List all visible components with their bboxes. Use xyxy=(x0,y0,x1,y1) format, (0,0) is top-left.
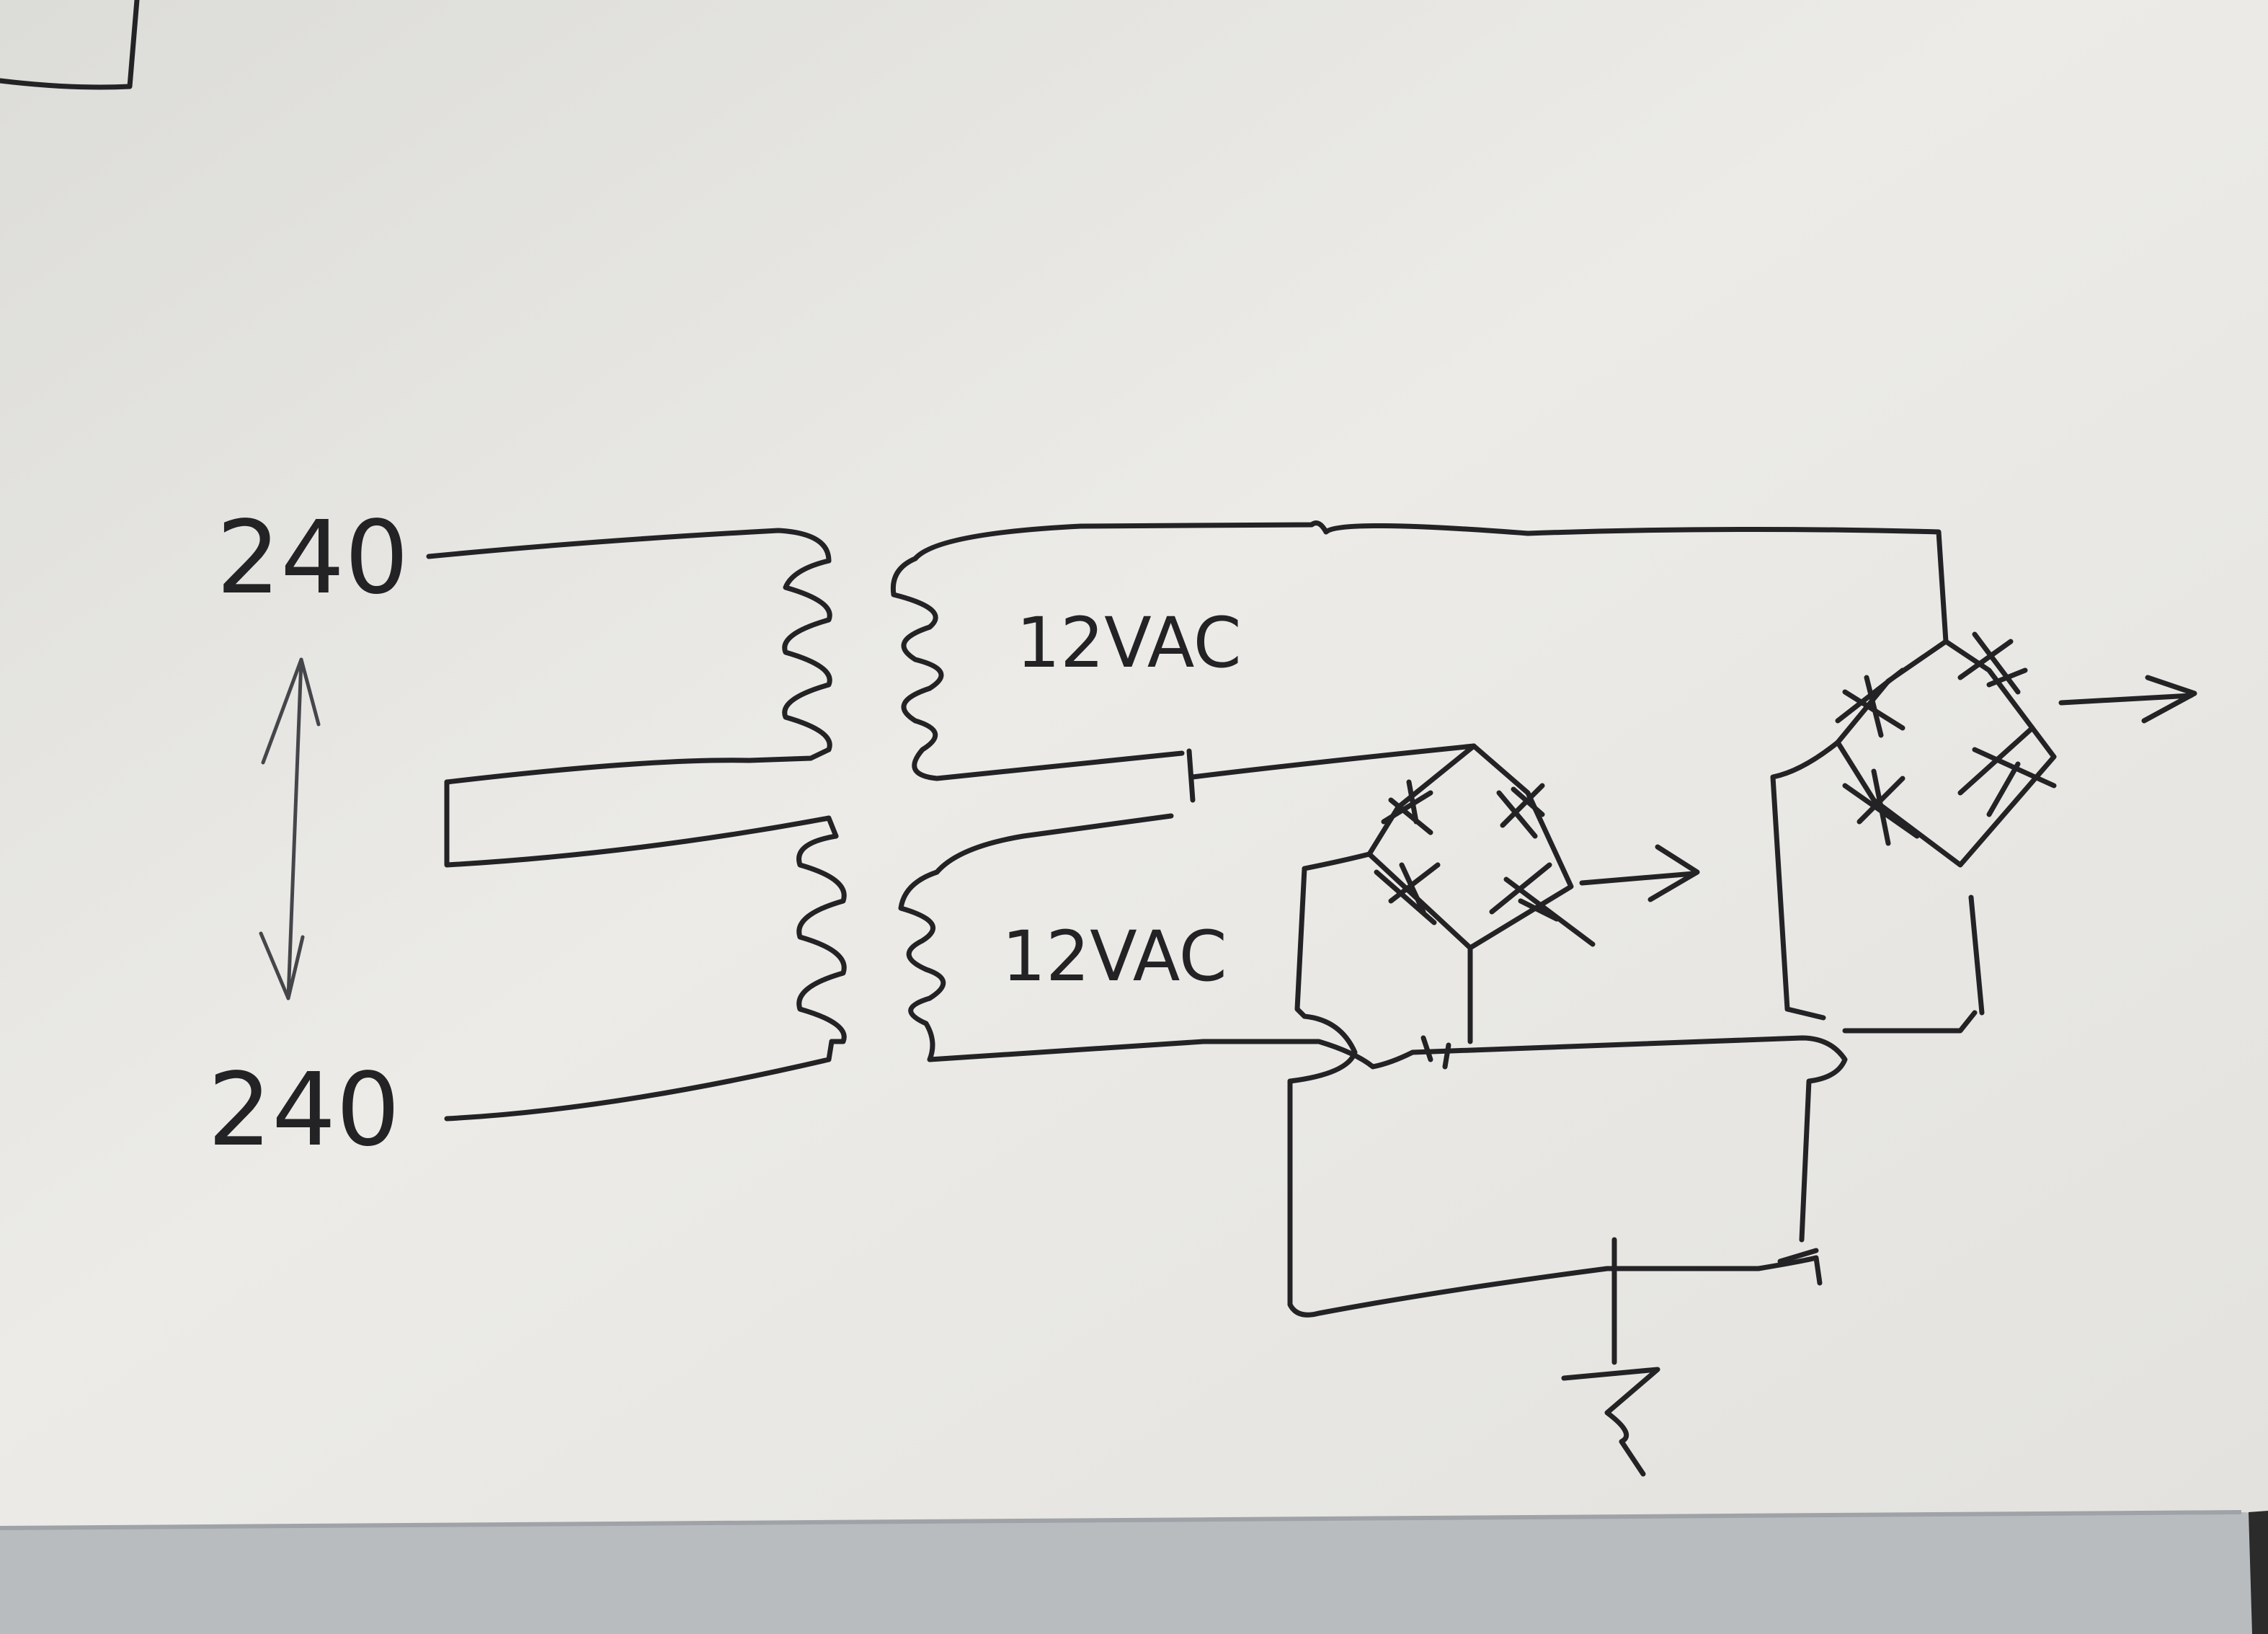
top-voltage-label: 240 xyxy=(216,499,409,617)
bottom-voltage-label: 240 xyxy=(208,1052,400,1169)
lower-secondary-label: 12VAC xyxy=(1002,916,1227,997)
right-bridge-output-arrow xyxy=(2058,675,2197,724)
bottom-input-wire xyxy=(444,1039,835,1122)
paper-sheet xyxy=(0,0,2268,1528)
partial-box-line xyxy=(0,0,140,90)
return-bus xyxy=(1201,1035,1848,1243)
centre-tap-wire xyxy=(1190,743,1477,780)
top-input-wire xyxy=(426,528,832,564)
table-surface xyxy=(0,1512,2268,1634)
paper-edge-shadow xyxy=(0,1510,2242,1530)
ground-symbol xyxy=(1561,1367,1660,1477)
series-arrow-head-down xyxy=(259,931,305,1000)
right-bridge-left-wire xyxy=(1770,740,1841,1021)
left-bridge-diode-1 xyxy=(1381,779,1433,835)
ground-loop xyxy=(1287,1078,1823,1318)
right-bridge-diode-1 xyxy=(1835,667,1905,738)
left-bridge-diode-2 xyxy=(1496,783,1545,839)
upper-primary-return xyxy=(444,747,832,785)
left-bridge-diode-3 xyxy=(1374,862,1441,925)
lower-primary-coil xyxy=(796,833,847,1044)
upper-primary-coil xyxy=(782,558,832,752)
return-bus-tick xyxy=(1420,1035,1451,1070)
lower-secondary-coil xyxy=(898,869,1206,1062)
right-bridge-rectifier xyxy=(1835,631,2197,868)
primary-series-link xyxy=(444,779,839,868)
lower-secondary-top-wire xyxy=(934,813,1174,875)
series-arrow-head-up xyxy=(261,657,321,765)
dark-corner xyxy=(2249,1511,2268,1634)
ground-loop-tick xyxy=(1777,1248,1819,1264)
right-bridge-diode-2 xyxy=(1957,631,2028,695)
left-bridge-rectifier xyxy=(1366,743,1700,951)
left-bridge-output-arrow xyxy=(1579,844,1700,902)
upper-secondary-coil xyxy=(890,556,1185,781)
right-bridge-diode-4 xyxy=(1957,725,2057,817)
left-bridge-diode-4 xyxy=(1489,862,1596,947)
upper-secondary-label: 12VAC xyxy=(1016,603,1242,683)
right-bridge-bottom-wire xyxy=(1968,894,1985,1016)
series-arrow-shaft xyxy=(286,657,303,1000)
right-bridge-diode-3 xyxy=(1842,768,1920,846)
upper-secondary-top-wire xyxy=(912,520,1949,644)
left-bridge-left-wire xyxy=(1287,851,1372,1084)
right-bridge-outline xyxy=(1835,639,2057,868)
right-bridge-return-wire xyxy=(1842,1010,1978,1034)
